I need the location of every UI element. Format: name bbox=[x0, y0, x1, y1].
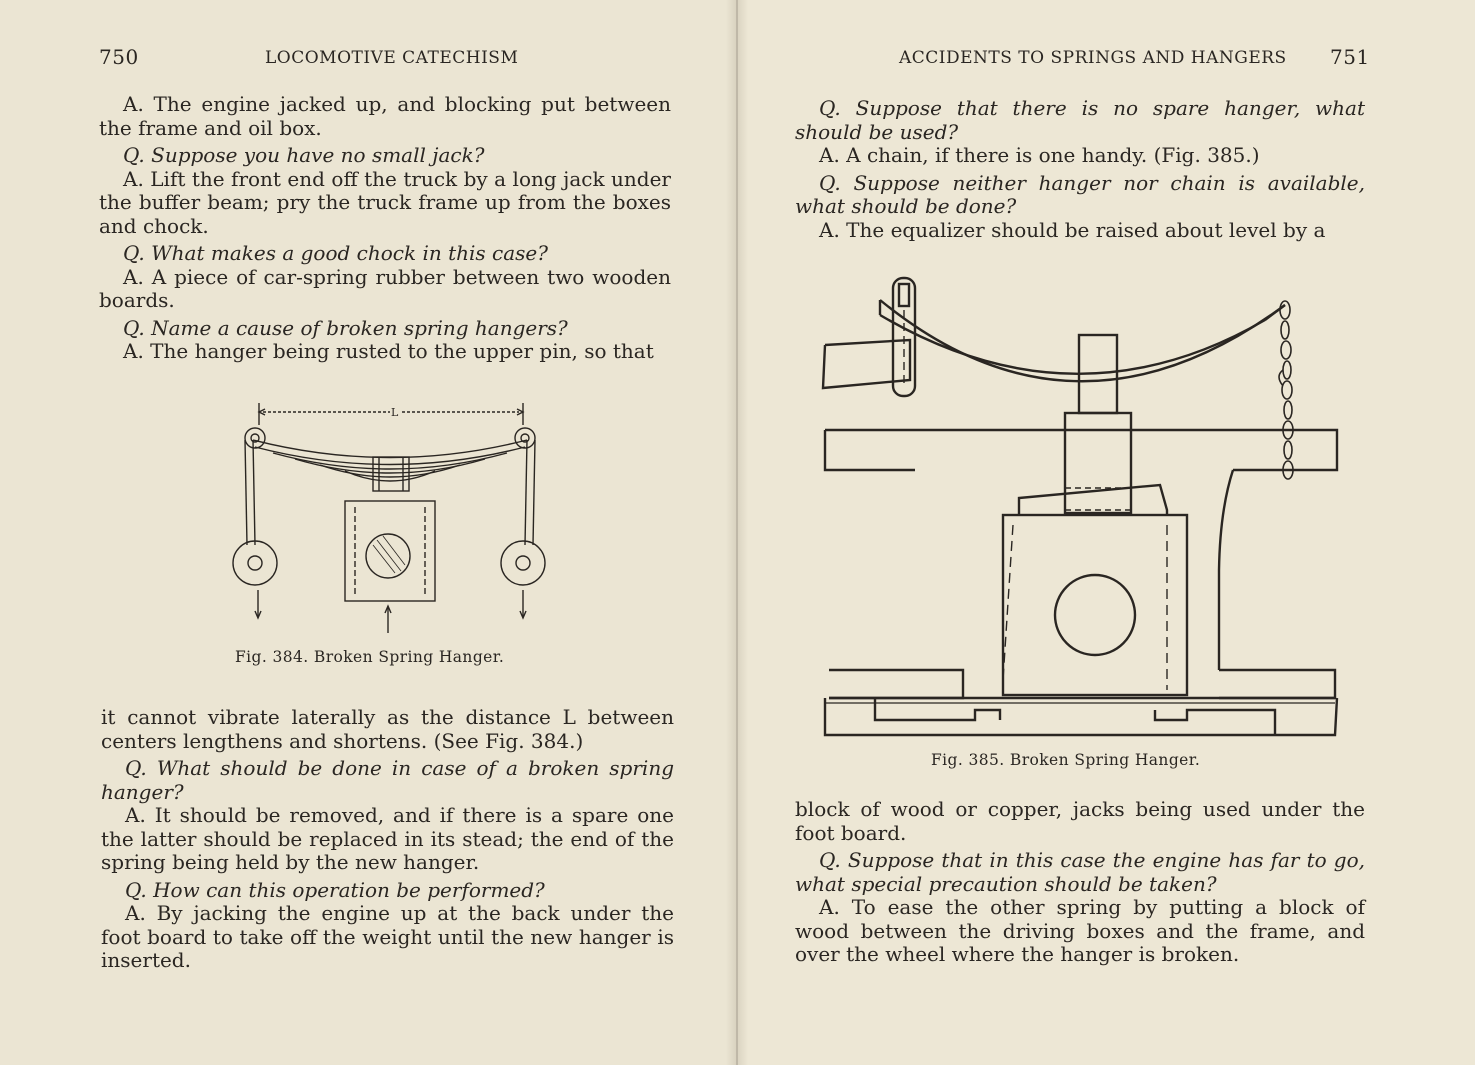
continued-paragraph: block of wood or copper, jacks being use… bbox=[795, 797, 1365, 845]
question-paragraph: Q. Suppose neither hanger nor chain is a… bbox=[795, 170, 1365, 218]
right-running-head: ACCIDENTS TO SPRINGS AND HANGERS bbox=[899, 48, 1287, 68]
book-gutter bbox=[726, 0, 748, 1065]
answer-paragraph: A. The engine jacked up, and blocking pu… bbox=[99, 92, 671, 140]
left-running-head: LOCOMOTIVE CATECHISM bbox=[265, 48, 519, 68]
question-paragraph: Q. What should be done in case of a brok… bbox=[101, 756, 674, 804]
left-upper-text: A. The engine jacked up, and blocking pu… bbox=[99, 92, 671, 364]
right-lower-text: block of wood or copper, jacks being use… bbox=[795, 797, 1365, 967]
dimension-label-L: L bbox=[391, 406, 399, 419]
question-paragraph: Q. Name a cause of broken spring hangers… bbox=[123, 315, 568, 340]
question-paragraph: Q. What makes a good chock in this case? bbox=[123, 241, 548, 265]
question-paragraph: Q. How can this operation be performed? bbox=[125, 877, 545, 902]
right-upper-text: Q. Suppose that there is no spare hanger… bbox=[795, 93, 1365, 242]
question-paragraph: Q. Suppose you have no small jack? bbox=[123, 143, 485, 167]
continued-paragraph: it cannot vibrate laterally as the dista… bbox=[101, 705, 674, 753]
answer-paragraph: A. A chain, if there is one handy. (Fig.… bbox=[819, 143, 1260, 167]
left-page-number: 750 bbox=[99, 45, 139, 69]
figure-385-broken-hanger bbox=[821, 276, 1339, 737]
answer-paragraph: A. The hanger being rusted to the upper … bbox=[123, 339, 654, 363]
figure-384-spring-hanger: L bbox=[232, 403, 546, 633]
left-lower-text: it cannot vibrate laterally as the dista… bbox=[101, 705, 674, 973]
right-page bbox=[736, 0, 1475, 1065]
fig-385-caption: Fig. 385. Broken Spring Hanger. bbox=[931, 751, 1201, 769]
fig-384-caption: Fig. 384. Broken Spring Hanger. bbox=[235, 648, 505, 666]
question-paragraph: Q. Suppose that there is no spare hanger… bbox=[795, 96, 1365, 144]
answer-paragraph: A. A piece of car-spring rubber between … bbox=[99, 264, 671, 312]
answer-paragraph: A. The equalizer should be raised about … bbox=[819, 217, 1326, 242]
question-paragraph: Q. Suppose that in this case the engine … bbox=[795, 848, 1365, 896]
answer-paragraph: A. It should be removed, and if there is… bbox=[101, 803, 674, 874]
right-page-number: 751 bbox=[1330, 45, 1370, 69]
answer-paragraph: A. Lift the front end off the truck by a… bbox=[99, 166, 671, 238]
left-page bbox=[0, 0, 736, 1065]
answer-paragraph: A. By jacking the engine up at the back … bbox=[101, 901, 674, 972]
answer-paragraph: A. To ease the other spring by putting a… bbox=[795, 895, 1365, 966]
